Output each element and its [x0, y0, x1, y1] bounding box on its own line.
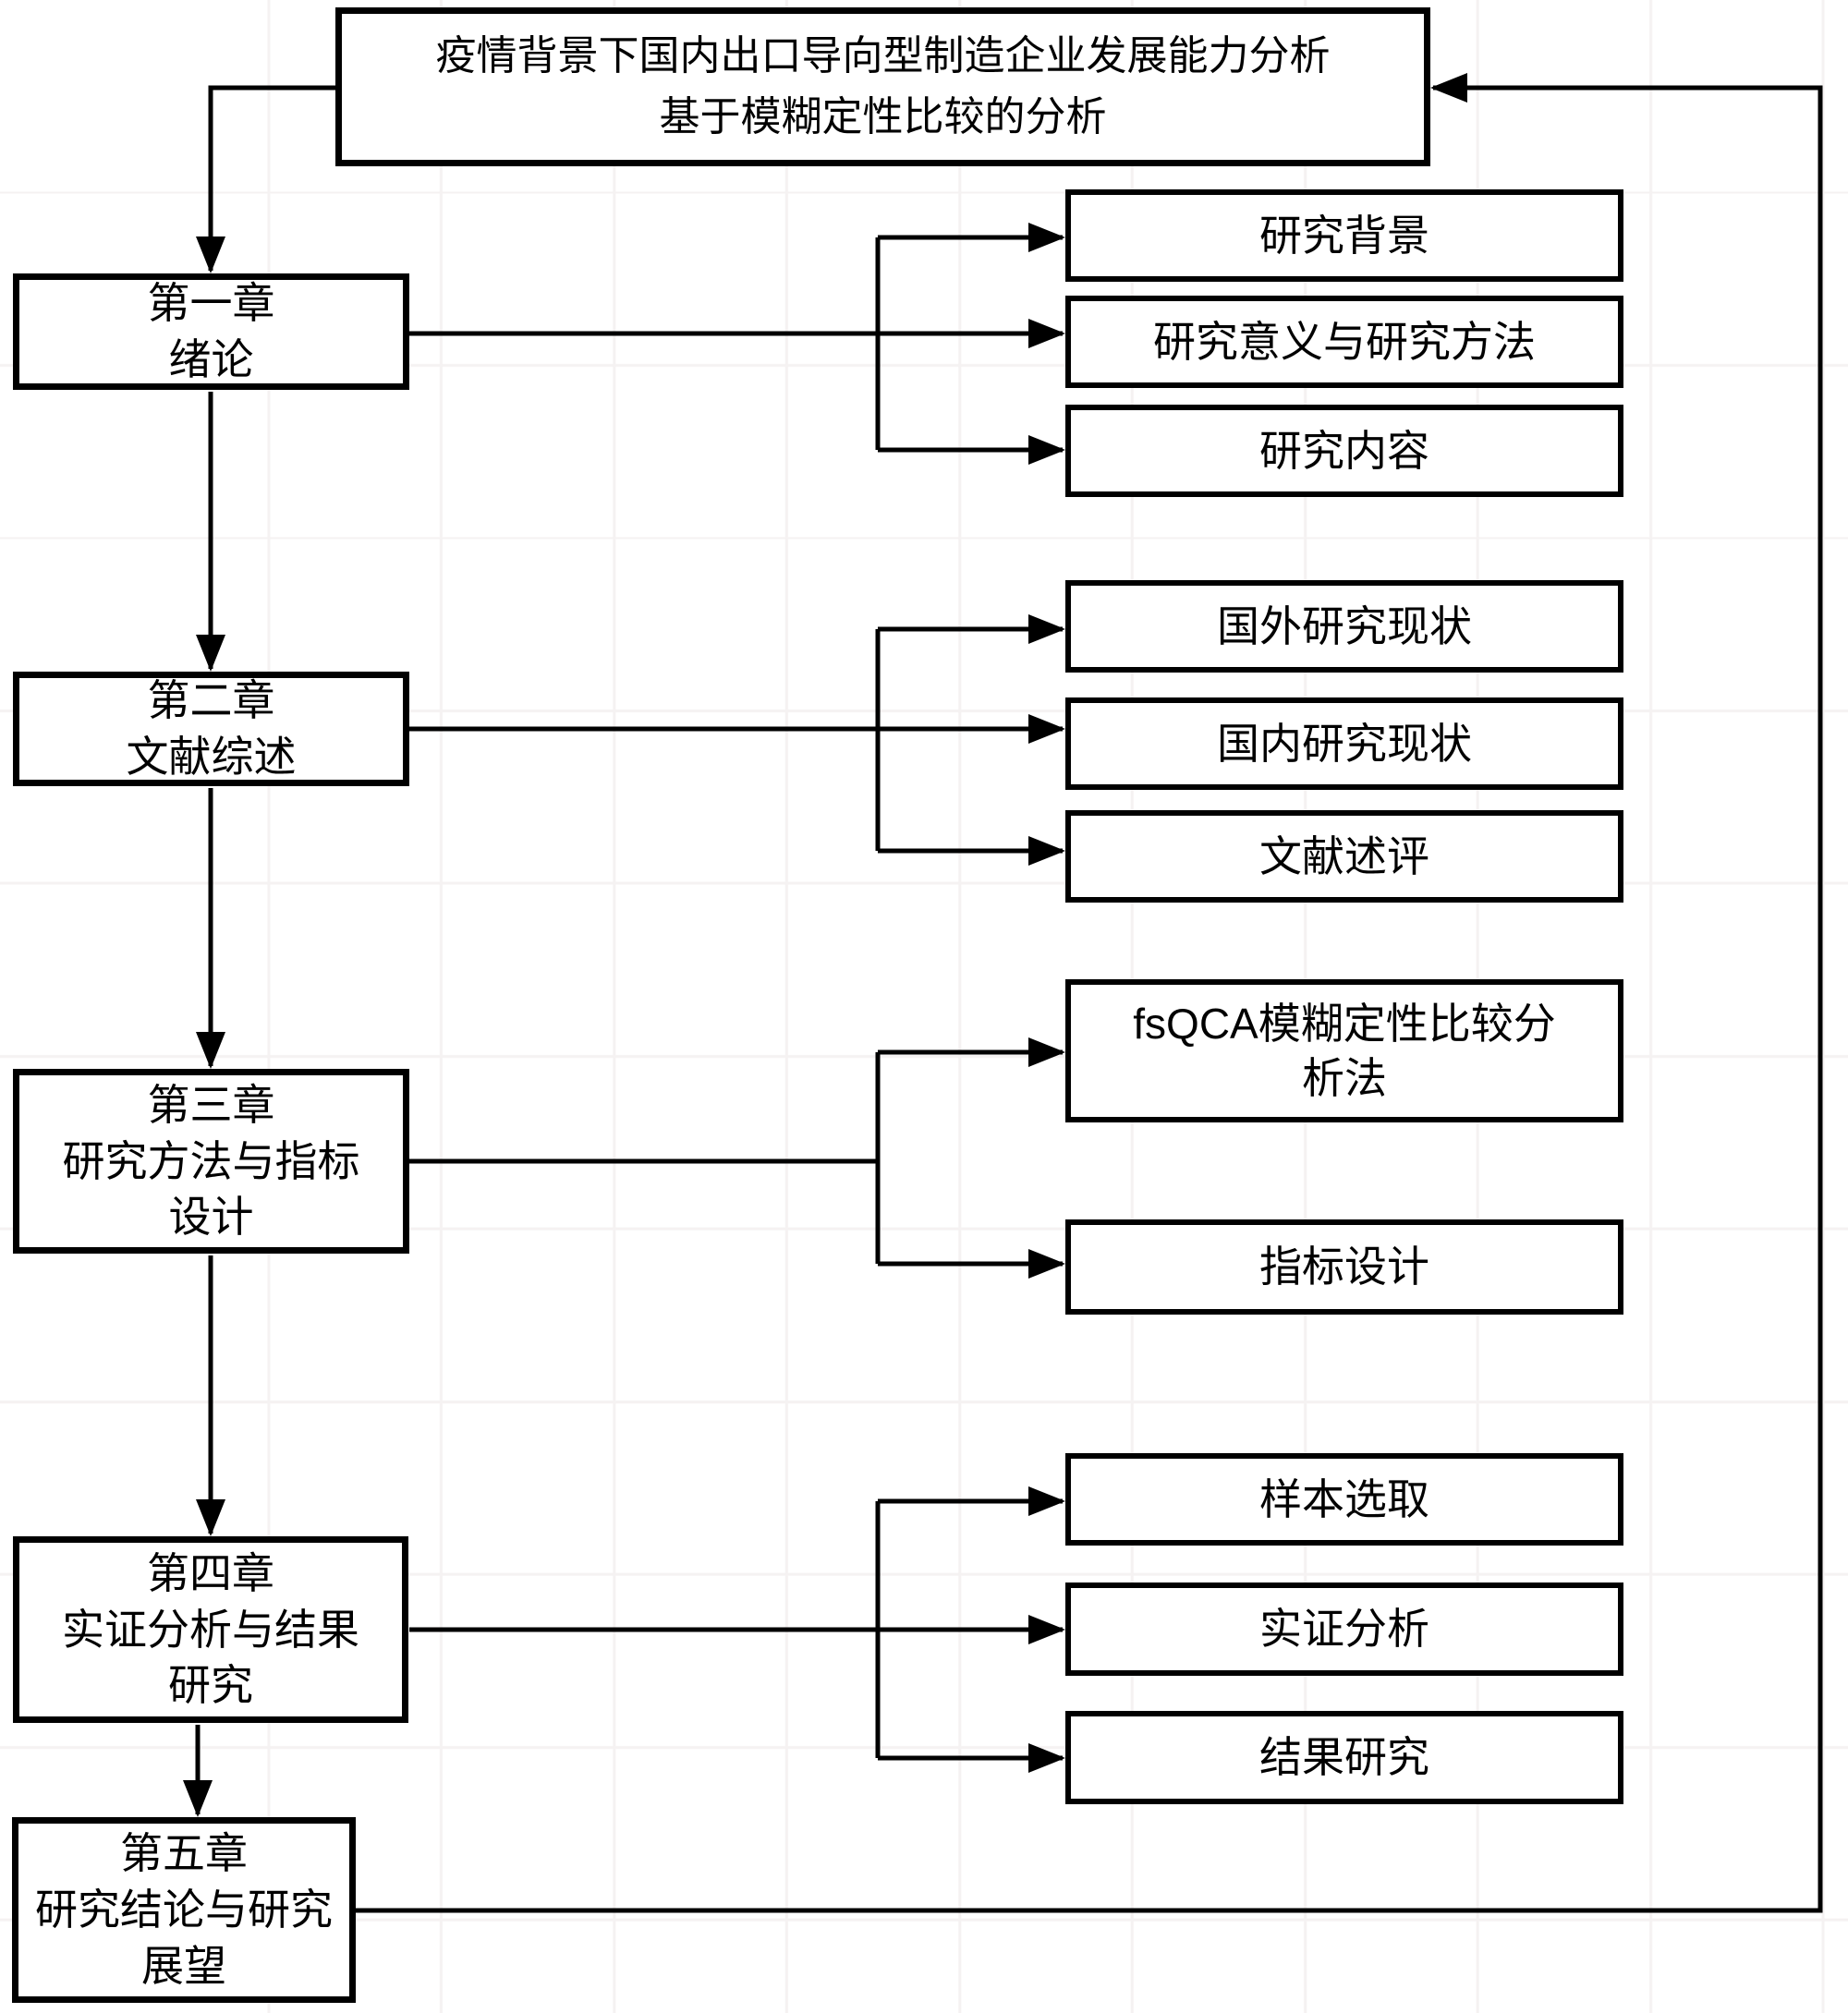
- sub-label: 实证分析: [1259, 1605, 1429, 1654]
- chapter-2-line-2: 文献综述: [126, 733, 297, 781]
- chapter-4-line-3: 研究: [168, 1661, 253, 1710]
- chapter-box-4: 第四章 实证分析与结果 研究: [13, 1536, 408, 1723]
- chapter-5-line-2: 研究结论与研究: [35, 1886, 333, 1934]
- connector-ch5-feedback: [356, 73, 1823, 1913]
- sub-box-domestic-research-status: 国内研究现状: [1065, 697, 1623, 790]
- sub-label: 结果研究: [1259, 1733, 1429, 1782]
- sub-box-fsqca-method: fsQCA模糊定性比较分析法: [1065, 979, 1623, 1122]
- title-box: 疫情背景下国内出口导向型制造企业发展能力分析 基于模糊定性比较的分析: [335, 7, 1430, 166]
- sub-label: fsQCA模糊定性比较分析法: [1133, 999, 1556, 1102]
- chapter-3-line-2: 研究方法与指标: [62, 1136, 360, 1185]
- sub-box-sample-selection: 样本选取: [1065, 1453, 1623, 1546]
- sub-box-literature-review: 文献述评: [1065, 810, 1623, 903]
- chapter-2-line-1: 第二章: [147, 676, 275, 725]
- sub-box-empirical-analysis: 实证分析: [1065, 1583, 1623, 1676]
- sub-label: 研究内容: [1259, 426, 1429, 475]
- chapter-1-line-2: 绪论: [168, 335, 254, 383]
- chapter-box-5: 第五章 研究结论与研究 展望: [12, 1817, 356, 2003]
- chapter-5-line-3: 展望: [141, 1941, 226, 1990]
- sub-box-significance-and-methods: 研究意义与研究方法: [1065, 296, 1623, 388]
- title-line-1: 疫情背景下国内出口导向型制造企业发展能力分析: [435, 33, 1331, 79]
- sub-label: 文献述评: [1259, 831, 1429, 880]
- sub-label: 国外研究现状: [1217, 601, 1472, 650]
- sub-box-indicator-design: 指标设计: [1065, 1219, 1623, 1315]
- chapter-1-line-1: 第一章: [147, 279, 275, 328]
- sub-label: 样本选取: [1259, 1474, 1429, 1523]
- sub-label: 研究背景: [1259, 211, 1429, 260]
- sub-label: 研究意义与研究方法: [1153, 317, 1536, 366]
- chapter-box-1: 第一章 绪论: [13, 273, 409, 390]
- chapter-3-line-1: 第三章: [147, 1080, 275, 1129]
- chapter-5-line-1: 第五章: [120, 1829, 248, 1878]
- chapter-4-line-2: 实证分析与结果: [62, 1605, 359, 1654]
- sub-box-research-content: 研究内容: [1065, 405, 1623, 497]
- sub-box-foreign-research-status: 国外研究现状: [1065, 580, 1623, 673]
- sub-box-result-research: 结果研究: [1065, 1711, 1623, 1804]
- chapter-box-3: 第三章 研究方法与指标 设计: [13, 1069, 409, 1254]
- title-line-2: 基于模糊定性比较的分析: [659, 94, 1107, 139]
- sub-label: 指标设计: [1259, 1243, 1429, 1291]
- sub-box-research-background: 研究背景: [1065, 189, 1623, 282]
- chapter-box-2: 第二章 文献综述: [13, 672, 409, 786]
- connector-title-to-ch1: [196, 85, 335, 273]
- sub-label: 国内研究现状: [1217, 719, 1472, 768]
- chapter-4-line-1: 第四章: [147, 1548, 274, 1597]
- chapter-3-line-3: 设计: [168, 1193, 254, 1242]
